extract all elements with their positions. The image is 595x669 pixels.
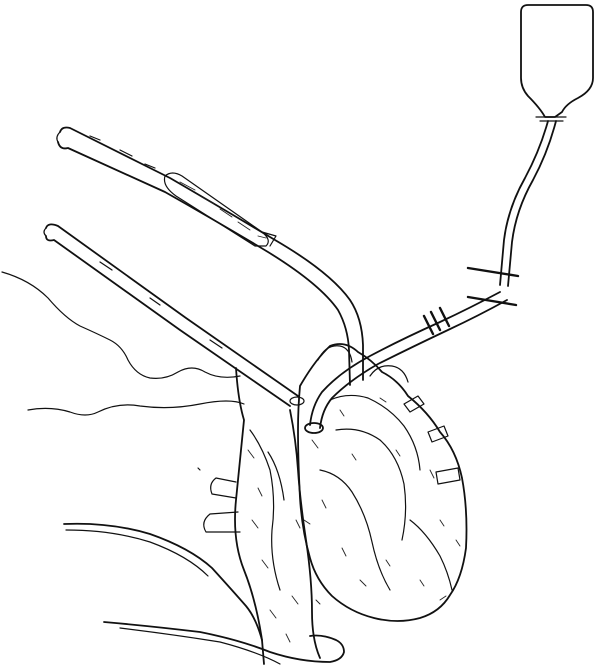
vena-cava: [204, 368, 320, 664]
lower-tissue: [64, 524, 344, 664]
cannula-tips: [290, 397, 323, 433]
upper-cannula: [57, 128, 363, 386]
tissue-lines: [2, 272, 244, 415]
lower-cannula: [44, 224, 298, 406]
infusion-tube: [310, 121, 556, 428]
stray-mark: [198, 468, 200, 470]
heart: [298, 344, 467, 621]
infusion-bottle: [521, 5, 593, 121]
